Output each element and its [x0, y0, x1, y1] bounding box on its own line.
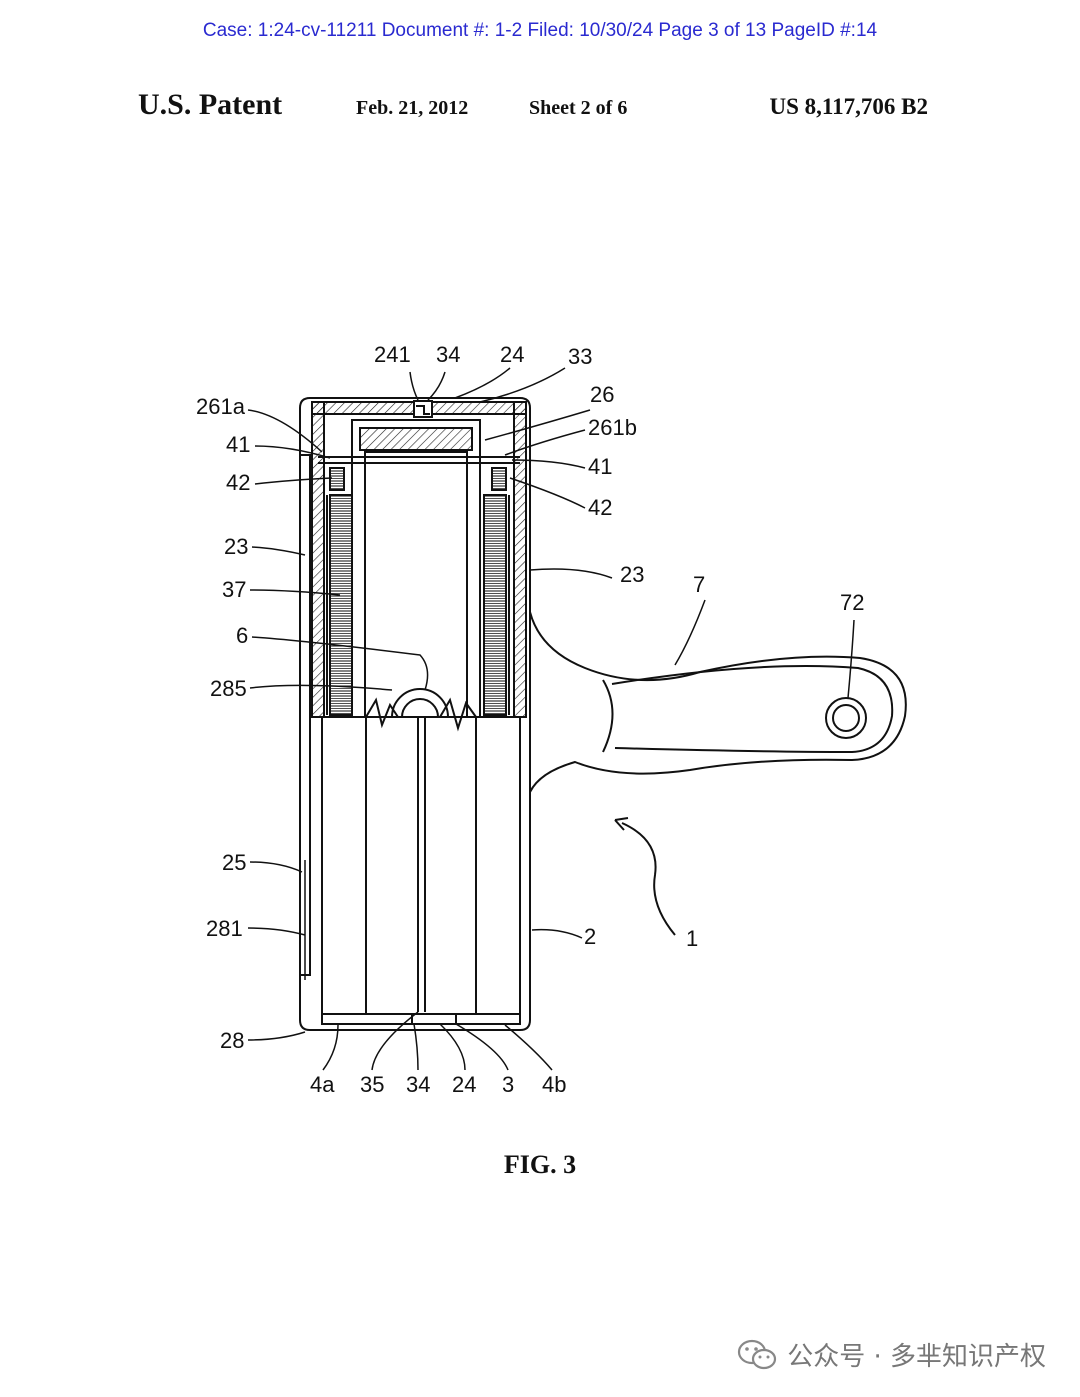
label-1: 1 — [686, 926, 698, 951]
watermark-text: 公众号 · 多芈知识产权 — [787, 1342, 1046, 1372]
label-72: 72 — [840, 590, 864, 615]
label-7: 7 — [693, 572, 705, 597]
handle — [529, 611, 907, 793]
label-4b: 4b — [542, 1072, 566, 1097]
figure-caption: FIG. 3 — [503, 1150, 577, 1179]
label-35: 35 — [360, 1072, 384, 1097]
patent-sheet: Sheet 2 of 6 — [529, 97, 628, 119]
label-3: 3 — [502, 1072, 514, 1097]
case-header: Case: 1:24-cv-11211 Document #: 1-2 File… — [202, 20, 878, 41]
label-6: 6 — [236, 623, 248, 648]
label-42-right: 42 — [588, 495, 612, 520]
label-2: 2 — [584, 924, 596, 949]
label-23-left: 23 — [224, 534, 248, 559]
patent-office: U.S. Patent — [138, 88, 283, 121]
label-25: 25 — [222, 850, 246, 875]
label-261b: 261b — [588, 415, 637, 440]
label-24-top: 24 — [500, 342, 524, 367]
label-41-right: 41 — [588, 454, 612, 479]
label-24-bottom: 24 — [452, 1072, 476, 1097]
label-37: 37 — [222, 577, 246, 602]
wechat-icon — [738, 1339, 777, 1369]
label-285: 285 — [210, 676, 247, 701]
label-23-right: 23 — [620, 562, 644, 587]
label-261a: 261a — [196, 394, 246, 419]
patent-number: US 8,117,706 B2 — [769, 94, 928, 119]
device-body — [299, 397, 531, 1031]
label-281: 281 — [206, 916, 243, 941]
label-28: 28 — [220, 1028, 244, 1053]
label-26: 26 — [590, 382, 614, 407]
label-33: 33 — [568, 344, 592, 369]
label-41-left: 41 — [226, 432, 250, 457]
label-42-left: 42 — [226, 470, 250, 495]
label-34-bottom: 34 — [406, 1072, 430, 1097]
watermark: 公众号 · 多芈知识产权 — [737, 1336, 1046, 1373]
label-241: 241 — [374, 342, 411, 367]
label-4a: 4a — [310, 1072, 335, 1097]
reference-arrow — [614, 817, 676, 936]
patent-date: Feb. 21, 2012 — [356, 97, 469, 119]
figure-labels: 241 34 24 33 26 261b 261a 41 41 42 42 23… — [196, 342, 864, 1097]
label-34-top: 34 — [436, 342, 460, 367]
leader-lines — [247, 367, 855, 1071]
